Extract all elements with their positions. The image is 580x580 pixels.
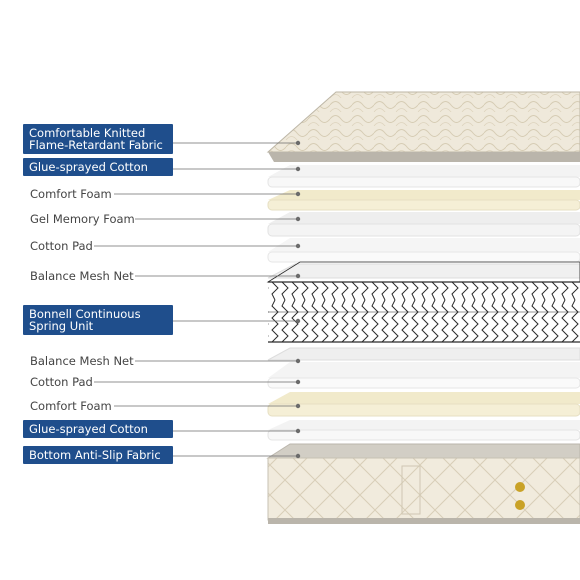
balance-mesh-bottom-layer	[267, 347, 580, 361]
label-top-fabric-line2: Flame-Retardant Fabric	[29, 138, 163, 152]
label-spring-unit-line1: Bonnell Continuous	[29, 307, 141, 321]
label-cotton-pad-bottom: Cotton Pad	[30, 375, 93, 389]
label-gel-memory-foam: Gel Memory Foam	[30, 212, 135, 226]
handle-icon	[515, 482, 525, 492]
label-top-fabric: Comfortable Knitted Flame-Retardant Fabr…	[23, 124, 173, 154]
label-spring-unit-line2: Spring Unit	[29, 319, 94, 333]
label-bottom-fabric: Bottom Anti-Slip Fabric	[23, 446, 173, 464]
label-comfort-foam-bottom: Comfort Foam	[30, 399, 112, 413]
comfort-foam-bottom-layer	[267, 392, 580, 417]
bottom-base-layer	[266, 443, 580, 524]
label-spring-unit: Bonnell Continuous Spring Unit	[23, 305, 173, 335]
comfort-foam-top-layer	[267, 190, 580, 211]
top-fabric-layer	[266, 91, 580, 162]
label-top-fabric-line1: Comfortable Knitted	[29, 126, 146, 140]
cotton-pad-bottom-layer	[267, 362, 580, 389]
glue-cotton-bottom-layer	[267, 420, 580, 441]
label-balance-mesh-top: Balance Mesh Net	[30, 269, 134, 283]
handle-icon	[515, 500, 525, 510]
label-glue-cotton-top: Glue-sprayed Cotton	[23, 158, 173, 176]
cotton-pad-top-layer	[267, 238, 580, 263]
label-cotton-pad-top: Cotton Pad	[30, 239, 93, 253]
spring-unit-layer	[266, 261, 580, 343]
balance-mesh-top-layer	[267, 263, 580, 279]
leader-lines	[94, 140, 301, 459]
label-balance-mesh-bottom: Balance Mesh Net	[30, 354, 134, 368]
glue-cotton-top-layer	[267, 165, 580, 188]
label-glue-cotton-bottom: Glue-sprayed Cotton	[23, 420, 173, 438]
gel-memory-foam-layer	[267, 212, 580, 237]
label-comfort-foam-top: Comfort Foam	[30, 187, 112, 201]
